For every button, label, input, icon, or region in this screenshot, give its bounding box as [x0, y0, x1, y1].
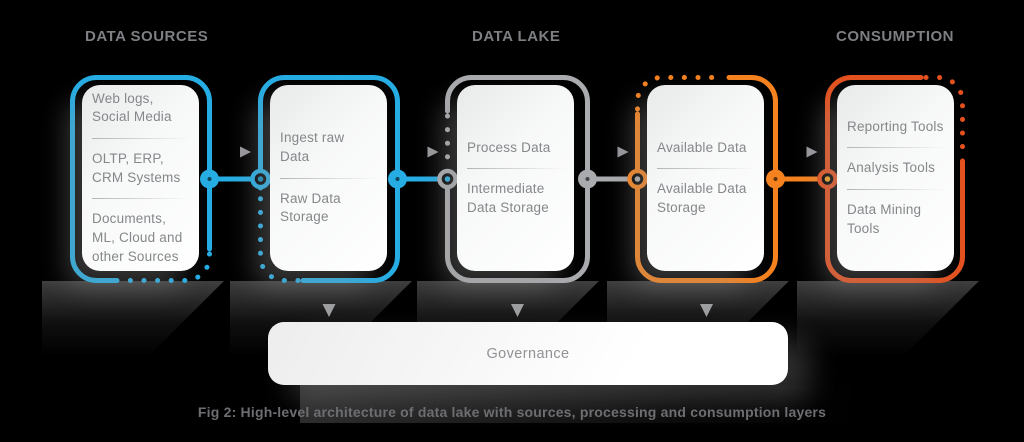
connector-node	[437, 168, 458, 190]
card-data-sources: Web logs, Social Media OLTP, ERP, CRM Sy…	[82, 85, 199, 271]
divider	[280, 177, 377, 179]
connector-sources-ingest	[200, 146, 271, 190]
card-item: Documents, ML, Cloud and other Sources	[92, 211, 183, 264]
box-border-data-sources	[70, 75, 212, 283]
card-item: Data Mining Tools	[847, 202, 922, 236]
card-item: Reporting Tools	[847, 118, 944, 134]
card-process: Process Data Intermediate Data Storage	[457, 85, 574, 271]
card-item: Process Data	[467, 139, 551, 155]
card-item: Available Data Storage	[657, 181, 747, 215]
arrow-right-icon	[784, 146, 818, 158]
connector-node	[388, 169, 407, 189]
connector-node	[766, 169, 785, 189]
card-item: Ingest raw Data	[280, 130, 345, 164]
arrow-right-icon	[218, 146, 251, 158]
connector-process-available	[578, 146, 648, 190]
card-item: Web logs, Social Media	[92, 90, 172, 125]
arrow-right-icon	[595, 146, 629, 158]
card-item: Available Data	[657, 139, 747, 155]
divider	[467, 168, 564, 170]
connector-node	[817, 168, 838, 190]
divider	[92, 198, 189, 200]
governance-bar: Governance	[268, 322, 788, 385]
card-available: Available Data Available Data Storage	[647, 85, 764, 271]
arrow-down-icon	[322, 288, 336, 317]
figure-caption: Fig 2: High-level architecture of data l…	[197, 404, 827, 420]
section-label-data-lake: DATA LAKE	[472, 28, 561, 45]
section-label-data-sources: DATA SOURCES	[85, 28, 209, 45]
divider	[847, 147, 944, 149]
connector-ingest-process	[388, 146, 458, 190]
connector-node	[200, 169, 219, 189]
shadow	[300, 385, 860, 423]
governance-label: Governance	[486, 345, 570, 362]
card-item: OLTP, ERP, CRM Systems	[92, 151, 181, 185]
section-label-consumption: CONSUMPTION	[836, 28, 954, 45]
connector-available-consumption	[766, 146, 838, 190]
divider	[657, 168, 754, 170]
connector-node	[627, 168, 648, 190]
card-item: Raw Data Storage	[280, 190, 341, 225]
connector-node	[578, 169, 597, 189]
arrow-right-icon	[405, 146, 439, 158]
box-border-ingest	[258, 75, 400, 283]
divider	[847, 189, 944, 190]
card-item: Analysis Tools	[847, 160, 936, 176]
divider	[92, 138, 189, 140]
card-consumption-tools: Reporting Tools Analysis Tools Data Mini…	[837, 85, 954, 271]
box-border-available	[635, 75, 778, 283]
card-ingest: Ingest raw Data Raw Data Storage	[270, 85, 387, 271]
card-item: Intermediate Data Storage	[467, 181, 549, 215]
arrow-down-icon	[511, 288, 524, 317]
box-border-consumption-tools	[825, 75, 965, 283]
connector-node	[250, 168, 271, 190]
arrow-down-icon	[700, 288, 713, 317]
